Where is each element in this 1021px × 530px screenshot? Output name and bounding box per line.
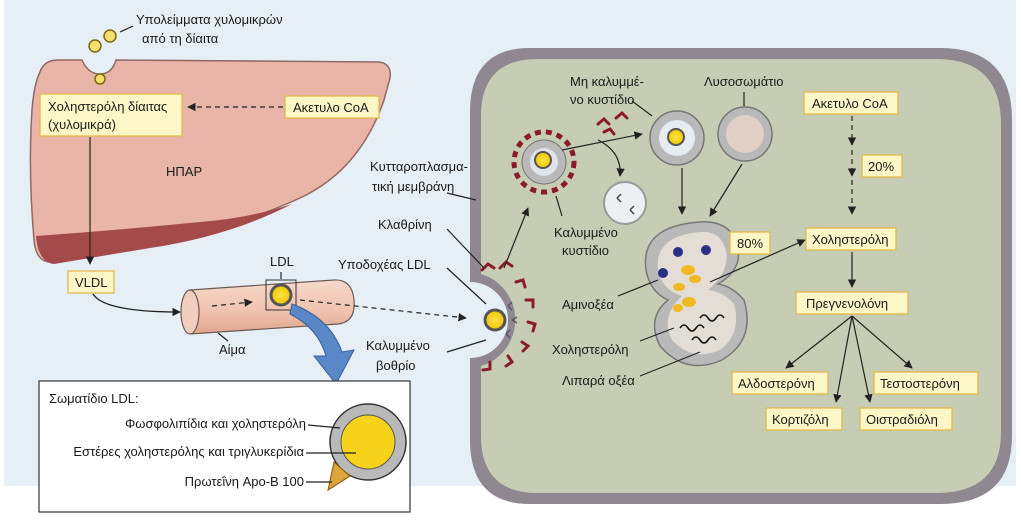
fatty-acids-label: Λιπαρά οξέα (562, 373, 635, 388)
cholesterol-cell-box (805, 227, 897, 251)
vldl-box (67, 270, 115, 294)
fatty-acid-squiggles (679, 314, 725, 344)
recycling-vesicle (603, 181, 647, 225)
testosterone-box (873, 371, 979, 395)
pregnenolone-box (795, 291, 909, 315)
ldl-receptor-label: Υποδοχέας LDL (338, 257, 431, 272)
leader-phospholipids (307, 424, 341, 429)
pct80-box (729, 231, 771, 255)
inset-phospholipids-label: Φωσφολιπίδια και χοληστερόλη (125, 416, 306, 431)
inset-apob-label: Πρωτεΐνη Apo-B 100 (185, 474, 304, 489)
remnant-particle (94, 73, 106, 85)
arrow-lysosome-to-fusion (709, 163, 743, 217)
ldl-label: LDL (270, 254, 294, 269)
cholesterol-lys-label: Χοληστερόλη (552, 342, 628, 357)
arrow-preg-to-testo (851, 315, 913, 369)
acetyl-coa-liver-label: Ακετυλο CoA (293, 100, 369, 115)
arrow-pit-to-vesicle (503, 207, 530, 269)
leader-coated-pit (446, 339, 487, 353)
leader-clathrin (446, 228, 485, 269)
pct20-label: 20% (868, 159, 894, 174)
recycling-receptors (616, 193, 635, 215)
arrow-preg-to-estr (851, 315, 873, 403)
ldl-highlight-box (265, 279, 297, 311)
pct20-box (861, 154, 903, 178)
leader-ldl-receptor (446, 267, 487, 305)
membrane-label-line2: τική μεμβράνη (372, 179, 454, 194)
pit-ldl-particle (483, 308, 507, 332)
arrow-flow-to-pit (299, 299, 467, 322)
cortisol-label: Κορτιζόλη (772, 412, 829, 427)
blood-label: Αίμα (219, 342, 246, 357)
pct80-label: 80% (737, 236, 763, 251)
inset-title: Σωματίδιο LDL: (49, 391, 139, 406)
inset-esters-label: Εστέρες χοληστερόλης και τριγλυκερίδια (73, 444, 304, 459)
ldl-inset: Σωματίδιο LDL: Φωσφολιπίδια και χοληστερ… (38, 380, 411, 513)
leader-cholesterol-lys (639, 327, 675, 342)
arrow-receptor-recycle (597, 139, 625, 177)
label-remnants-line1: Υπολείμματα χυλομικρών (136, 12, 283, 27)
clathrin-label: Κλαθρίνη (378, 217, 432, 232)
arrow-preg-to-aldo (785, 315, 853, 369)
leader-coated-vesicle (555, 195, 563, 217)
coated-pit-label-line1: Καλυμμένο (366, 338, 430, 353)
leader-uncoated (631, 100, 653, 117)
acetyl-coa-cell-box (803, 91, 899, 115)
lysosome-label: Λυσοσωμάτιο (704, 74, 783, 89)
coated-pit-label-line2: βοθρίο (376, 358, 415, 373)
estradiol-label: Οιστραδιόλη (866, 412, 938, 427)
coated-vesicle-label-line2: κυστίδιο (562, 243, 609, 258)
aldosterone-label: Αλδοστερόνη (738, 376, 815, 391)
leader-amino-acids (617, 279, 659, 297)
lysosome-small-inner (726, 115, 764, 153)
ldl-particle-vessel (269, 283, 293, 307)
remnant-particle (103, 29, 117, 43)
blood-leader (217, 332, 229, 342)
free-clathrin (596, 110, 629, 136)
arrow-flow-1 (211, 298, 253, 307)
coated-vesicle (511, 129, 577, 195)
dietary-cholesterol-line1: Χοληστερόλη δίαιτας (48, 99, 167, 114)
cholesterol-droplets (673, 265, 701, 312)
pit-receptors (505, 301, 518, 339)
testosterone-label: Τεστοστερόνη (880, 376, 960, 391)
label-remnants-line2: από τη δίαιτα (142, 31, 219, 46)
coated-vesicle-label-line1: Καλυμμένο (554, 225, 618, 240)
leader-membrane (446, 192, 477, 201)
remnant-particle (88, 39, 102, 53)
pregnenolone-label: Πρεγνενολόνη (806, 296, 888, 311)
membrane-label-line1: Κυτταροπλασμα- (370, 159, 468, 174)
aldosterone-box (731, 371, 829, 395)
vessel-opening (180, 289, 200, 335)
cholesterol-cell-label: Χοληστερόλη (812, 232, 888, 247)
leader-fatty-acids (639, 351, 701, 377)
dietary-cholesterol-line2: (χυλομικρά) (48, 117, 116, 132)
cortisol-box (765, 407, 843, 431)
uncoated-vesicle-label-line1: Μη καλυμμέ- (570, 74, 644, 89)
amino-acids-label: Αμινοξέα (562, 297, 614, 312)
inset-apob-protein (327, 461, 351, 492)
liver-label: ΗΠΑΡ (166, 164, 202, 179)
acetyl-coa-cell-label: Ακετυλο CoA (812, 96, 888, 111)
liver-dark-lobe (36, 204, 292, 264)
uncoated-vesicle (649, 110, 705, 166)
arrow-preg-to-cort (833, 315, 853, 403)
vldl-label: VLDL (75, 275, 108, 290)
acetyl-coa-liver-box (284, 95, 380, 119)
chylomicron-remnants (88, 25, 134, 85)
uncoated-vesicle-label-line2: νο κυστίδιο (570, 92, 634, 107)
dietary-cholesterol-box (39, 93, 183, 137)
arrow-vldl-to-vessel (92, 293, 181, 317)
arrow-lysosome-to-cholesterol (709, 239, 806, 283)
inset-ldl-core (340, 414, 396, 470)
estradiol-box (859, 407, 953, 431)
